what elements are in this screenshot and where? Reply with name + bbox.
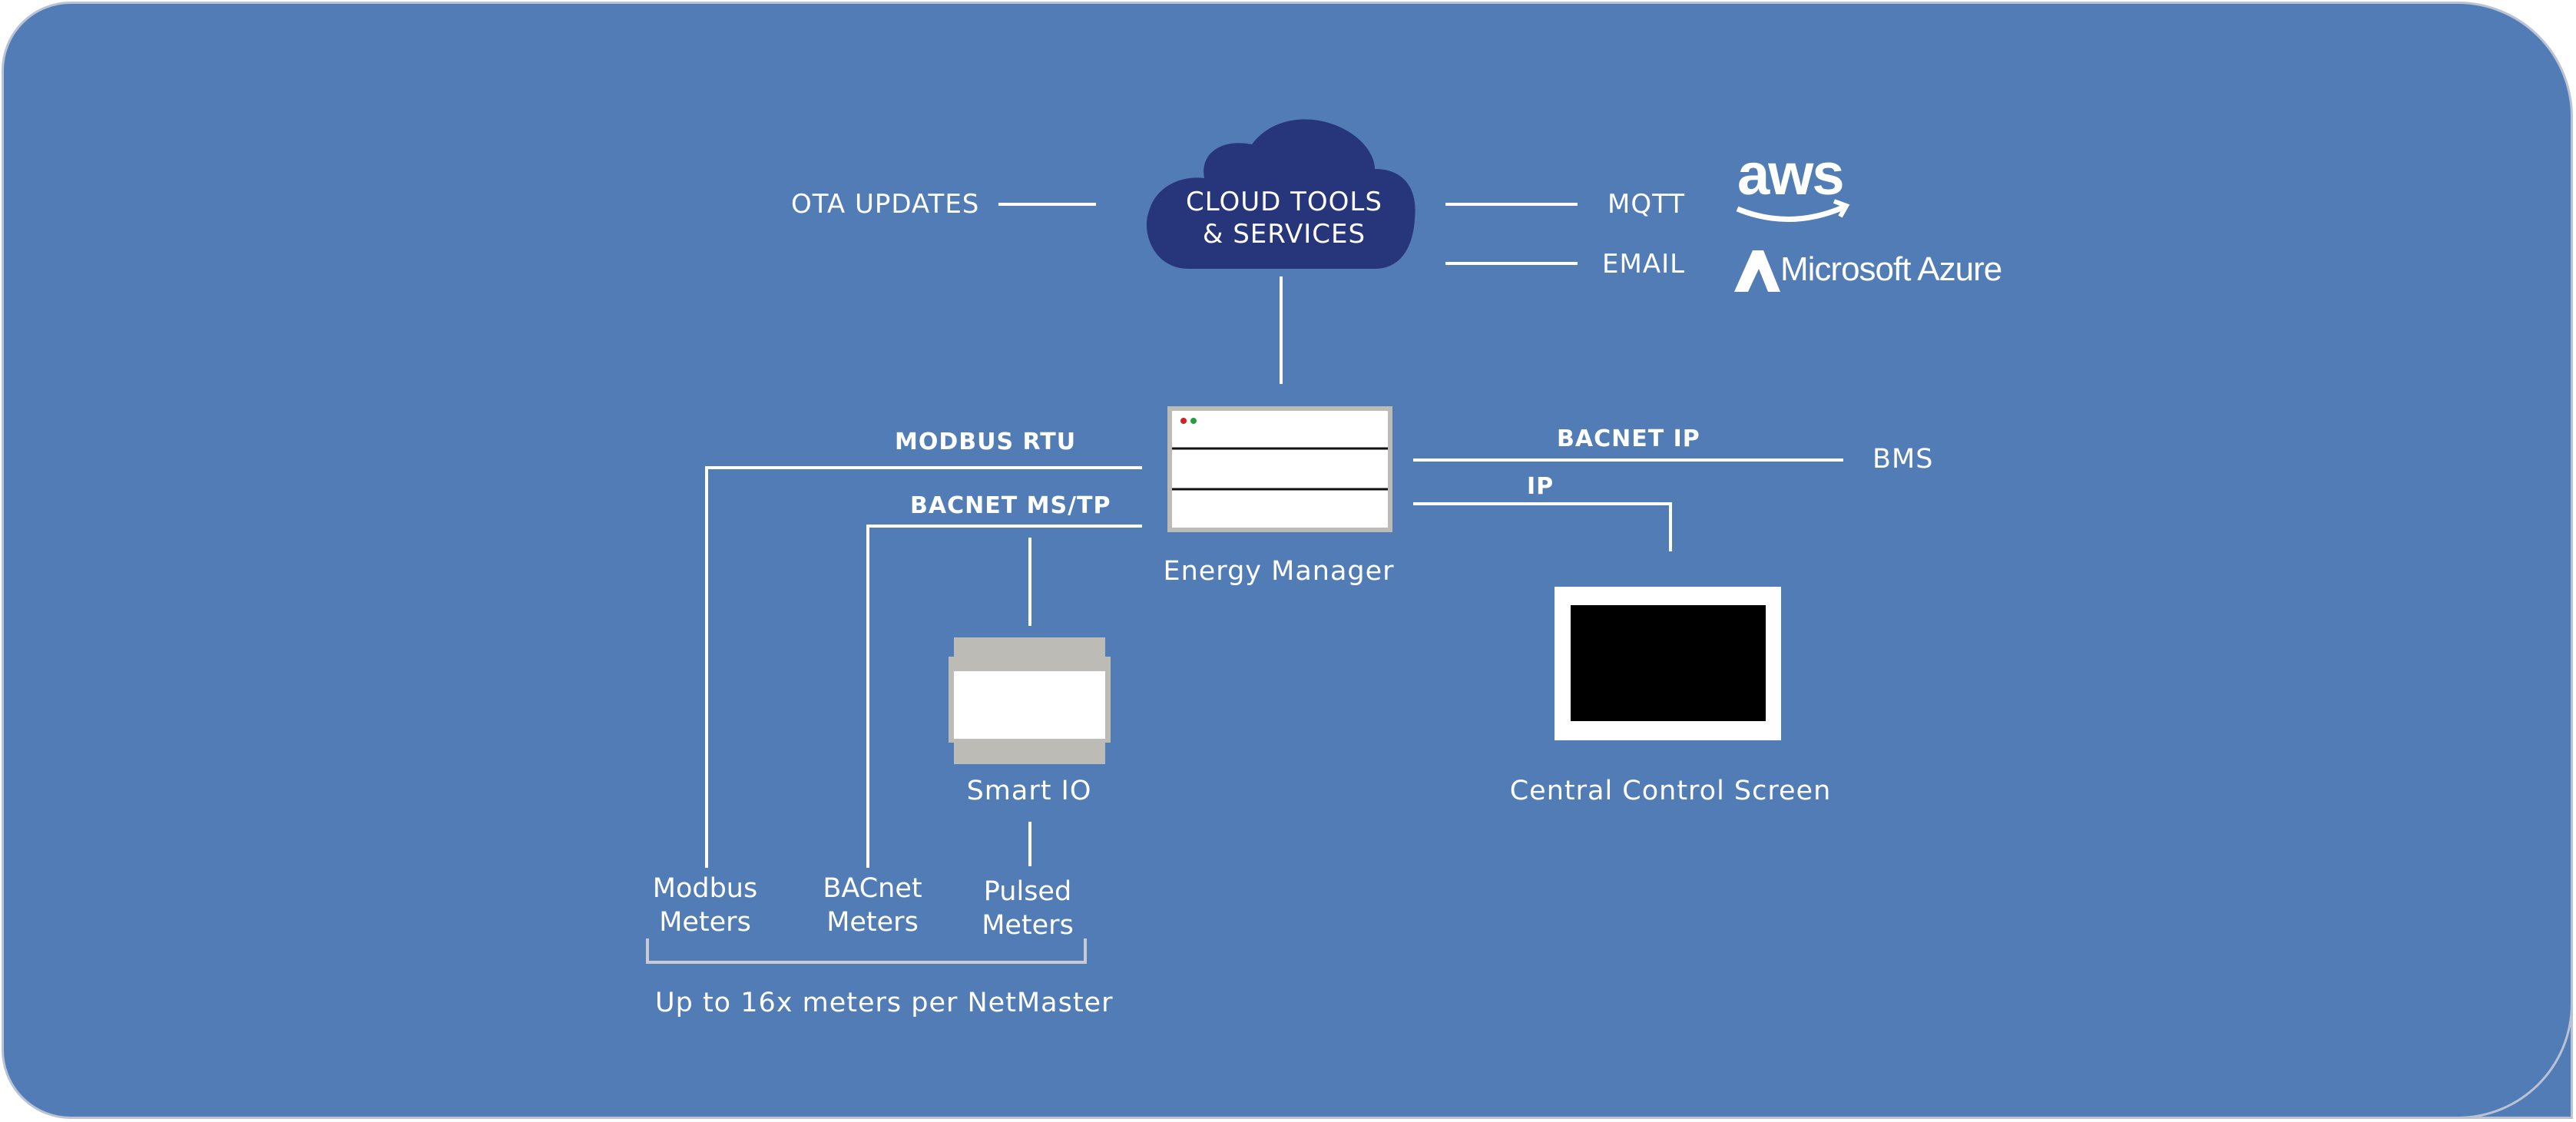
modbus-meters-label: Modbus Meters — [653, 872, 757, 939]
pulsed-meters-label: Pulsed Meters — [982, 875, 1074, 942]
cloud-label: CLOUD TOOLS & SERVICES — [1186, 186, 1382, 250]
cloud-label-line1: CLOUD TOOLS — [1186, 187, 1382, 217]
azure-logo-icon — [1734, 250, 1780, 292]
energy-manager-device — [1167, 406, 1392, 532]
bacnet-mstp-label: BACNET MS/TP — [910, 492, 1111, 519]
aws-smile-icon — [1736, 204, 1845, 222]
bacnet-meters-line1: BACnet — [823, 873, 922, 904]
status-led-green — [1190, 418, 1197, 424]
modbus-rtu-line — [705, 466, 1142, 868]
pulsed-meters-line2: Meters — [982, 910, 1074, 941]
energy-manager-label: Energy Manager — [1163, 556, 1395, 587]
smart-io-device — [949, 637, 1111, 764]
modbus-meters-line1: Modbus — [652, 873, 758, 904]
aws-logo: aws — [1737, 142, 1845, 207]
modbus-meters-line2: Meters — [659, 907, 751, 938]
bacnet-meters-line2: Meters — [826, 907, 919, 938]
smart-io-label: Smart IO — [966, 776, 1092, 806]
bacnet-meters-label: BACnet Meters — [823, 872, 922, 939]
control-screen-device — [1555, 587, 1781, 740]
ota-updates-label: OTA UPDATES — [791, 189, 980, 220]
mqtt-label: MQTT — [1608, 189, 1686, 220]
cloud-label-line2: & SERVICES — [1202, 219, 1366, 250]
ip-line — [1413, 502, 1672, 551]
cloud-icon — [1146, 119, 1415, 269]
bacnet-ip-label: BACNET IP — [1557, 425, 1700, 452]
ip-label: IP — [1527, 473, 1555, 500]
bacnet-mstp-line — [866, 525, 1142, 868]
bms-label: BMS — [1872, 444, 1934, 475]
azure-logo: Microsoft Azure — [1780, 250, 2002, 288]
central-control-screen-label: Central Control Screen — [1509, 776, 1832, 806]
status-led-red — [1180, 418, 1187, 424]
pulsed-meters-line1: Pulsed — [983, 876, 1072, 907]
email-label: EMAIL — [1602, 249, 1686, 280]
modbus-rtu-label: MODBUS RTU — [895, 429, 1077, 455]
footnote-label: Up to 16x meters per NetMaster — [655, 988, 1114, 1018]
meters-bracket — [646, 938, 1087, 964]
